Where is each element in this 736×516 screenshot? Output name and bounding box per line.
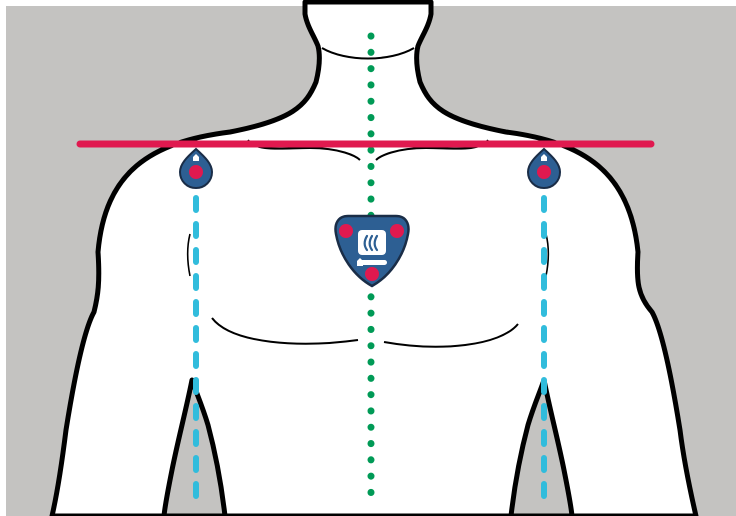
device-electrode-bottom	[365, 267, 379, 281]
right-electrode-contact	[537, 165, 551, 179]
device-electrode-left	[339, 224, 353, 238]
device-status-bar	[360, 260, 387, 265]
left-electrode-contact	[189, 165, 203, 179]
device-electrode-right	[390, 224, 404, 238]
device-logo-badge	[358, 230, 386, 255]
